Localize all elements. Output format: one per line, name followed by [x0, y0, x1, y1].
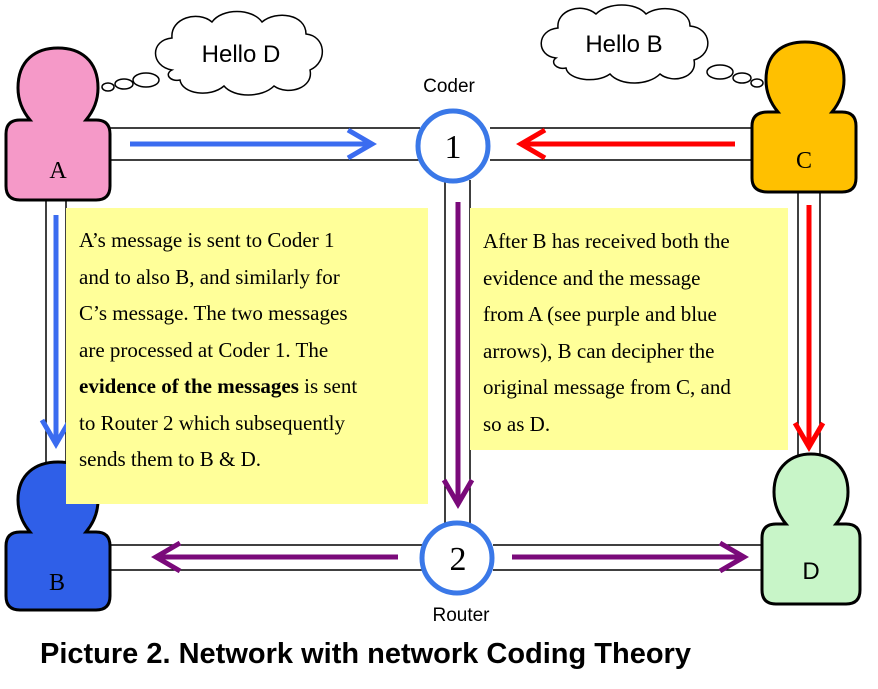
router-node: 2	[419, 520, 495, 596]
router-label: Router	[432, 605, 490, 626]
red-arrow-c-to-d	[792, 205, 826, 452]
node-c: C	[750, 40, 858, 194]
node-d: D	[760, 452, 862, 606]
purple-arrow-router-to-d	[512, 540, 749, 574]
node-a-label: A	[49, 158, 67, 184]
thought-bubble-a	[101, 10, 324, 96]
node-b-label: B	[49, 570, 65, 596]
coder-label: Coder	[423, 76, 475, 97]
blue-arrow-a-to-coder	[130, 127, 377, 161]
thought-text-c: Hello B	[585, 31, 662, 58]
link-coder-c	[490, 127, 756, 161]
node-c-label: C	[796, 148, 812, 174]
coder-number: 1	[445, 129, 462, 166]
red-arrow-c-to-coder	[516, 127, 735, 161]
purple-arrow-router-to-b	[151, 540, 398, 574]
node-a: A	[4, 46, 112, 202]
left-note-text-after: is sent to Router 2 which subsequently s…	[79, 374, 358, 471]
link-a-coder	[108, 127, 420, 161]
purple-arrow-coder-to-router	[441, 202, 475, 509]
link-b-router	[108, 544, 423, 571]
left-note-text-before: A’s message is sent to Coder 1 and to al…	[79, 228, 348, 362]
coder-node: 1	[415, 108, 491, 184]
figure-caption: Picture 2. Network with network Coding T…	[40, 638, 691, 670]
node-d-label: D	[802, 558, 819, 585]
thought-bubble-c	[540, 4, 764, 88]
blue-arrow-a-to-b	[39, 215, 73, 449]
right-explanation-note: After B has received both the evidence a…	[470, 208, 788, 450]
router-number: 2	[450, 541, 467, 578]
left-explanation-note: A’s message is sent to Coder 1 and to al…	[66, 208, 428, 504]
left-note-bold-text: evidence of the messages	[79, 374, 299, 398]
thought-text-a: Hello D	[202, 41, 281, 68]
